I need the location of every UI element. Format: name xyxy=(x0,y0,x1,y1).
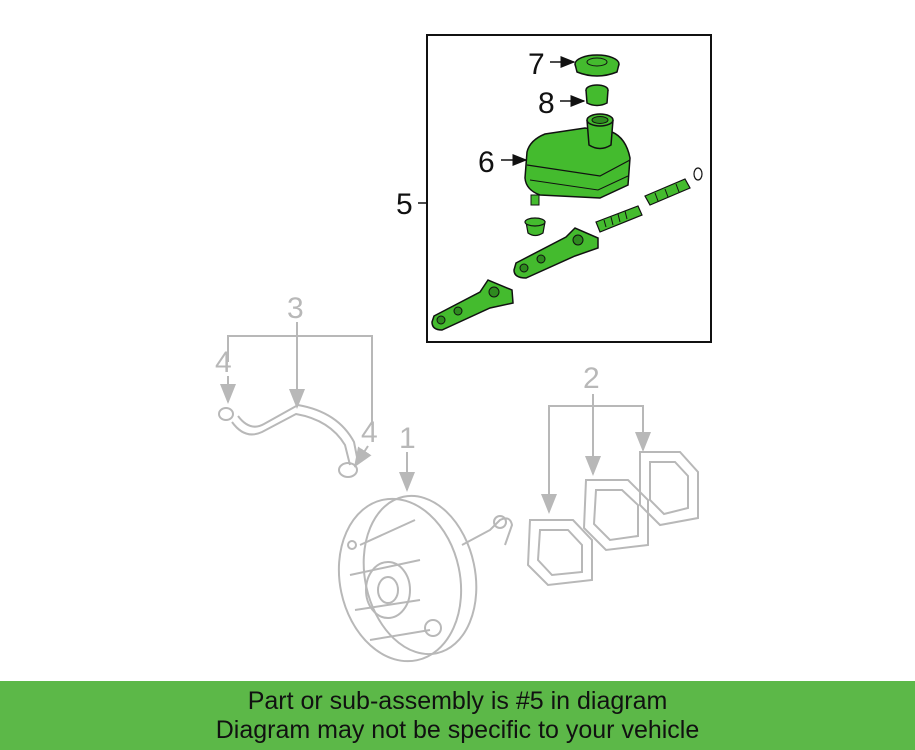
brake-booster-part[interactable] xyxy=(324,485,514,672)
callout-3-bracket xyxy=(227,322,373,425)
piston-long-part[interactable] xyxy=(644,167,703,206)
info-banner: Part or sub-assembly is #5 in diagram Di… xyxy=(0,681,915,750)
callout-4b-label: 4 xyxy=(361,416,378,449)
callout-2-bracket xyxy=(548,394,644,500)
fluid-reservoir-part[interactable] xyxy=(524,113,631,206)
booster-gaskets-part[interactable] xyxy=(526,451,699,587)
vacuum-hose-part[interactable] xyxy=(218,403,359,478)
callout-3-label: 3 xyxy=(287,292,304,325)
callout-1-label: 1 xyxy=(399,422,416,455)
callout-4b-arrow xyxy=(353,445,372,468)
reservoir-cap-part[interactable] xyxy=(574,54,620,77)
callout-4a-label: 4 xyxy=(215,346,232,379)
cylinder-seal-part[interactable] xyxy=(524,217,546,237)
banner-line-1: Part or sub-assembly is #5 in diagram xyxy=(247,687,668,715)
subassembly-frame xyxy=(426,34,712,343)
callout-5-label: 5 xyxy=(396,188,413,221)
reservoir-grommet-part[interactable] xyxy=(585,84,609,107)
parts-diagram: 5 7 8 6 xyxy=(215,34,712,672)
master-cylinder-lower-part[interactable] xyxy=(431,279,514,331)
piston-short-part[interactable] xyxy=(595,205,643,233)
banner-line-2: Diagram may not be specific to your vehi… xyxy=(215,716,700,744)
callout-2-label: 2 xyxy=(583,362,600,395)
master-cylinder-body-part[interactable] xyxy=(513,227,599,279)
callout-7-label: 7 xyxy=(528,48,545,81)
callout-6-label: 6 xyxy=(478,146,495,179)
callout-8-label: 8 xyxy=(538,87,555,120)
